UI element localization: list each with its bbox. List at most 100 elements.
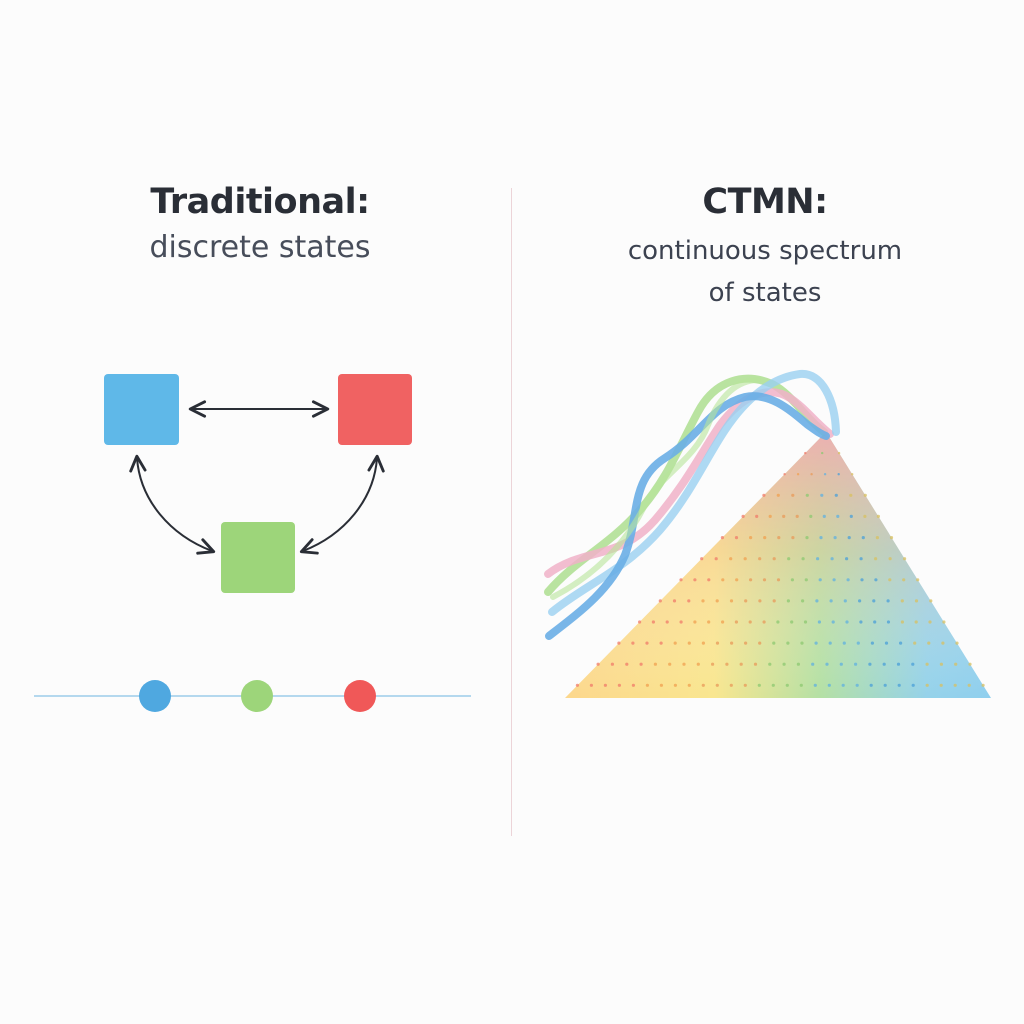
spectrum-dot xyxy=(842,641,846,645)
spectrum-dot xyxy=(744,641,748,645)
spectrum-dot xyxy=(953,683,957,687)
spectrum-dot xyxy=(851,473,854,476)
spectrum-dot xyxy=(659,683,664,687)
spectrum-dot xyxy=(928,620,932,624)
spectrum-dot xyxy=(679,578,683,582)
spectrum-dot xyxy=(902,578,906,582)
spectrum-dot xyxy=(782,514,786,519)
spectrum-dot xyxy=(743,683,747,687)
spectrum-dot xyxy=(861,536,865,540)
spectrum-dot xyxy=(981,683,985,687)
spectrum-dot xyxy=(825,662,829,666)
spectrum-dot xyxy=(776,493,780,497)
spectrum-dot xyxy=(790,578,795,582)
spectrum-dot xyxy=(771,683,775,687)
ribbon-blue xyxy=(545,392,830,640)
spectrum-dot xyxy=(829,599,833,603)
spectrum-dot xyxy=(801,557,805,561)
spectrum-dot xyxy=(814,641,818,645)
spectrum-dot xyxy=(804,451,807,455)
spectrum-dot xyxy=(665,620,669,624)
ribbon-green-2 xyxy=(550,377,761,600)
spectrum-dot xyxy=(768,514,772,519)
spectrum-dot xyxy=(873,620,877,624)
spectrum-dot xyxy=(791,493,795,497)
spectrum-dot xyxy=(903,557,907,561)
spectrum-dot xyxy=(913,641,917,645)
spectrum-dot xyxy=(870,641,875,645)
spectrum-dot xyxy=(772,557,776,561)
spectrum-dot xyxy=(849,514,853,519)
arrow-blue-green xyxy=(129,454,216,555)
spectrum-dot xyxy=(803,620,808,624)
spectrum-dot xyxy=(858,599,862,603)
spectrum-dot xyxy=(914,599,919,603)
spectrum-dot xyxy=(942,620,946,624)
state-square-blue xyxy=(104,374,179,445)
ctmn-subtitle-line1: continuous spectrum xyxy=(627,236,903,266)
spectrum-dot xyxy=(701,641,706,645)
spectrum-dot xyxy=(720,536,725,540)
spectrum-dot xyxy=(776,620,780,624)
spectrum-dot xyxy=(610,662,615,666)
spectrum-dot xyxy=(645,641,649,645)
spectrum-dot xyxy=(849,493,853,497)
spectrum-dot xyxy=(914,620,918,624)
spectrum-dot xyxy=(818,578,822,582)
spectrum-dot xyxy=(749,536,753,540)
spectrum-dot xyxy=(625,662,629,666)
spectrum-dot xyxy=(758,641,762,645)
spectrum-dot xyxy=(701,683,705,687)
spectrum-dot xyxy=(886,599,890,603)
spectrum-dot xyxy=(682,662,686,666)
spectrum-dot xyxy=(744,599,748,603)
spectrum-dot xyxy=(884,641,889,645)
spectrum-dot xyxy=(836,514,840,519)
spectrum-dot xyxy=(729,683,733,687)
spectrum-dot xyxy=(859,557,863,561)
spectrum-dot xyxy=(748,620,752,624)
spectrum-dot xyxy=(855,683,859,687)
spectrum-dot xyxy=(721,620,725,624)
spectrum-dot xyxy=(889,536,894,540)
spectrum-dot xyxy=(721,578,725,582)
spectrum-dot xyxy=(711,662,715,666)
spectrum-dot xyxy=(899,641,903,645)
spectrum-dot xyxy=(768,662,772,666)
spectrum-dot xyxy=(883,683,887,687)
spectrum-dot xyxy=(927,641,931,645)
spectrum-dot xyxy=(845,557,849,561)
spectrum-dot xyxy=(939,683,943,687)
spectrum-dot xyxy=(772,641,776,645)
spectrum-dot xyxy=(729,557,733,561)
spectrum-dot xyxy=(805,536,809,540)
spectrum-dot xyxy=(911,662,915,666)
spectrum-dot xyxy=(575,683,580,687)
spectrum-dot xyxy=(796,473,800,476)
ctmn-title: CTMN: xyxy=(702,182,828,222)
spectrum-dot xyxy=(888,557,892,561)
spectrum-dot xyxy=(687,641,691,645)
spectrum-dot xyxy=(869,683,873,687)
spectrum-dot xyxy=(639,662,643,666)
arrow-red-green xyxy=(299,454,385,555)
spectrum-dot xyxy=(762,493,766,497)
spectrum-dot xyxy=(820,493,824,497)
spectrum-dot xyxy=(715,683,719,687)
spectrum-dot xyxy=(755,514,759,519)
spectrum-dot xyxy=(679,620,683,624)
spectrum-dot xyxy=(786,599,791,603)
spectrum-dot xyxy=(715,599,719,603)
spectrum-dot xyxy=(811,662,815,666)
spectrum-dot xyxy=(725,662,729,666)
spectrum-dot xyxy=(882,662,886,666)
spectrum-dot xyxy=(837,473,840,476)
spectrum-dot xyxy=(827,683,831,687)
spectrum-dot xyxy=(795,514,799,519)
spectrum-dot xyxy=(763,536,767,540)
spectrum-dot xyxy=(730,641,734,645)
spectrum-dot xyxy=(693,620,697,624)
spectrum-dot xyxy=(925,662,929,666)
spectrum-dot xyxy=(739,662,743,666)
spectrum-dot xyxy=(896,662,901,666)
